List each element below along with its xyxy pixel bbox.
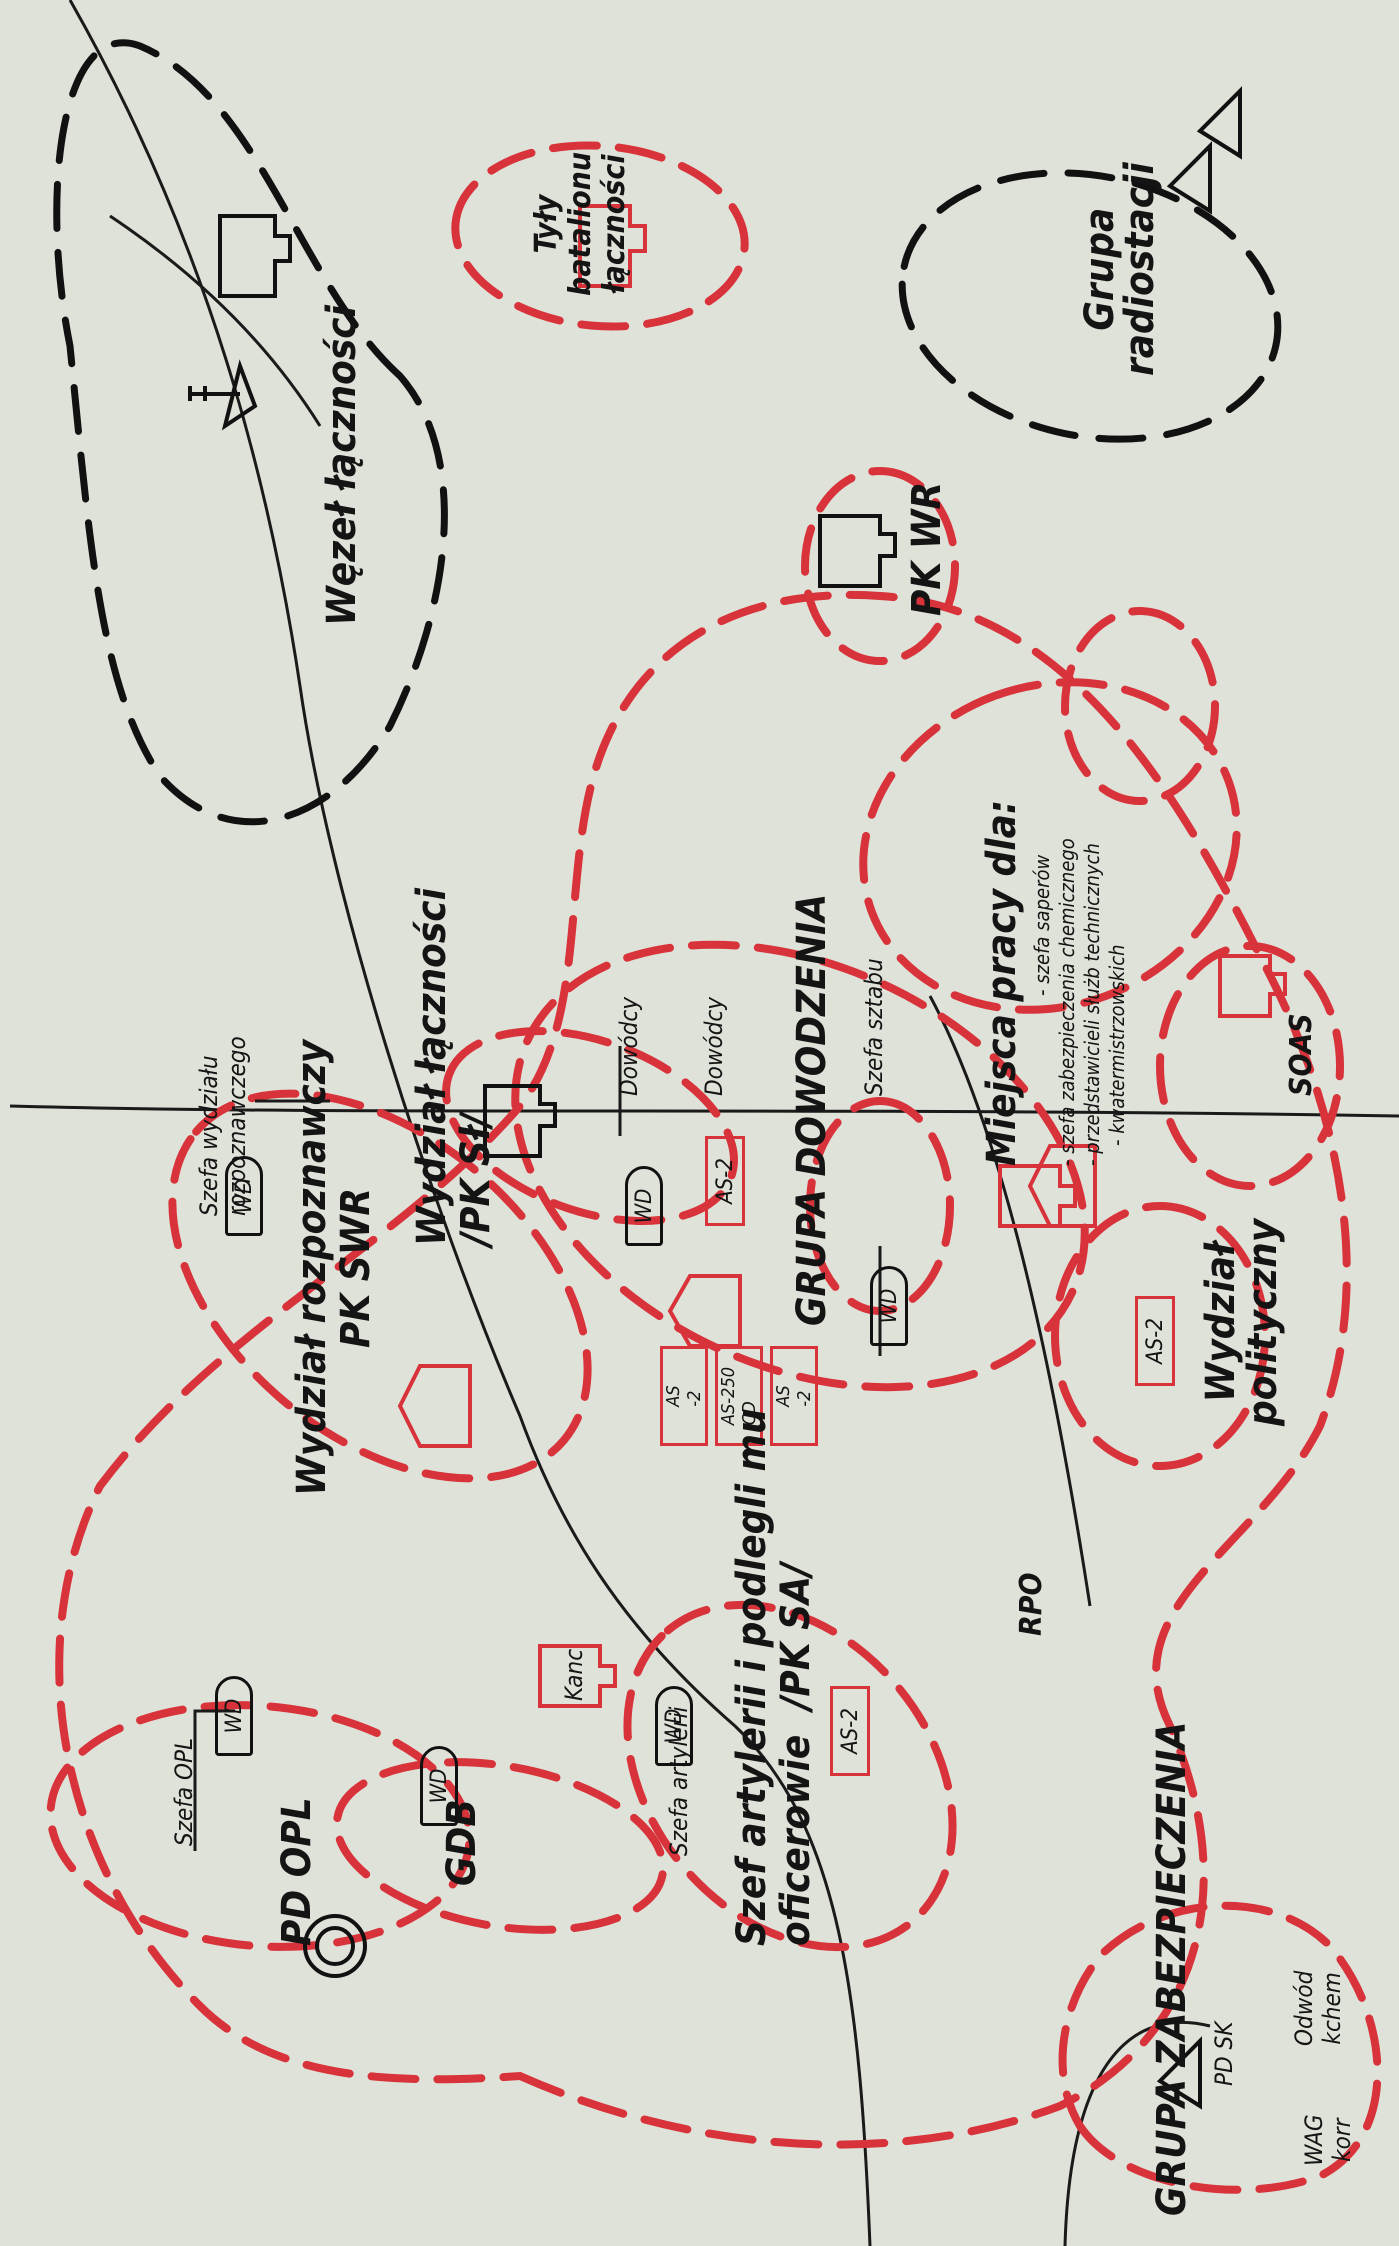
pk-wr-vehicle-icon — [818, 514, 897, 588]
road-line-left — [1063, 2020, 1211, 2246]
miejsca-item-2: - szefa zabezpieczenia chemicznego — [1055, 838, 1079, 1166]
wydzial-lacznosci-area — [442, 1027, 738, 1225]
lacznosci-vehicle-icon — [483, 1084, 557, 1158]
pk-wr-area — [801, 467, 959, 665]
radio-triangle-icon-2 — [1166, 141, 1212, 215]
artyleria-wd-box: WD — [655, 1686, 693, 1766]
pk-wr-label: PK WR — [904, 481, 950, 616]
soas-vehicle-icon — [1218, 954, 1287, 1018]
kanc-label: Kanc — [560, 1648, 588, 1701]
rpo-label: RPO — [1014, 1572, 1049, 1636]
zabezpieczenia-label: GRUPA ZABEZPIECZENIA — [1149, 1721, 1195, 2216]
artyleria-as-box: AS-2 — [830, 1686, 870, 1776]
radiostacje-area — [898, 169, 1282, 443]
antenna-icon — [188, 359, 258, 431]
wydzial-rozp-area — [168, 1089, 592, 1483]
rpo-area — [1061, 607, 1219, 805]
artyleria-label: Szef artylerii i podlegli mu oficerowie … — [729, 1408, 819, 1946]
soas-label: SOAS — [1284, 1013, 1319, 1096]
pd-sk-label: PD SK — [1210, 2021, 1238, 2086]
dowodzenia-as2-box: AS-2 — [705, 1136, 745, 1226]
polityczny-as-box: AS-2 — [1135, 1296, 1175, 1386]
wydzial-rozp-wd-box: WD — [225, 1156, 263, 1236]
pd-opl-area — [46, 1701, 474, 1951]
miejsca-area — [859, 678, 1241, 1014]
wezel-area — [53, 39, 448, 826]
dowodzenia-wd-box: WD — [625, 1166, 663, 1246]
radiostacje-label: Grupa radiostacji — [1077, 162, 1163, 376]
road-line-main — [68, 0, 872, 2246]
pd-opl-inner-circle-icon — [315, 1926, 355, 1966]
sztab-wd-box: WD — [870, 1266, 908, 1346]
miejsca-marker-icon — [1027, 1144, 1097, 1228]
as-left-box: AS -2 — [660, 1346, 708, 1446]
rozp-marker-icon — [397, 1364, 472, 1448]
zabezpieczenia-area — [1058, 1901, 1382, 2194]
gdb-area — [332, 1758, 668, 1934]
polityczny-label: Wydział polityczny — [1198, 1218, 1286, 1426]
road-line-lower — [928, 995, 1092, 1607]
pd-opl-chief: Szefa OPL — [170, 1737, 198, 1846]
leader-line-opl — [193, 1709, 235, 1851]
pd-opl-label: PD OPL — [274, 1797, 320, 1946]
polityczny-area — [1051, 1202, 1269, 1470]
radio-triangle-icon-1 — [1196, 86, 1242, 160]
tyly-vehicle-icon — [578, 204, 647, 288]
miejsca-item-4: - kwatermistrzowskich — [1105, 944, 1129, 1147]
kanc-marker-icon — [538, 1644, 617, 1708]
grupa-dowodzenia-label: GRUPA DOWODZENIA — [789, 893, 835, 1326]
road-line-right — [109, 214, 322, 427]
vehicle-icon — [218, 214, 292, 298]
dowodzenia-marker-icon — [667, 1274, 742, 1348]
odwod-label: Odwód kchem — [1290, 1970, 1346, 2046]
szefa-sztabu-label: Szefa sztabu — [860, 958, 888, 1096]
wydzial-lacznosci-label: Wydział łączności /PK Sł/ — [409, 888, 499, 1246]
miejsca-item-1: - szefa saperów — [1030, 854, 1054, 996]
wag-label: WAG korr — [1300, 2114, 1356, 2166]
dowodcy-label-1: Dowódcy — [615, 996, 643, 1096]
wydzial-rozp-label: Wydział rozpoznawczy PK SWR — [289, 1039, 379, 1496]
tyly-area — [451, 141, 749, 331]
pd-opl-wd-box: WD — [215, 1676, 253, 1756]
pd-sk-triangle-icon — [1156, 2036, 1202, 2110]
miejsca-item-3: - przedstawicieli służb technicznych — [1080, 843, 1104, 1166]
soas-area — [1156, 942, 1344, 1190]
rpo-vehicle-icon — [998, 1164, 1077, 1228]
dowodcy-label-2: Dowódcy — [700, 996, 728, 1096]
pd-opl-circle-icon — [303, 1914, 367, 1978]
wezel-label: Węzeł łączności — [319, 305, 365, 626]
road-line-center — [9, 1104, 1399, 1118]
tyly-label: Tyły batalionu łączności — [529, 151, 632, 296]
miejsca-title: Miejsca pracy dla: — [979, 799, 1025, 1166]
artyleria-area — [623, 1600, 957, 1952]
gdb-wd-box: WD — [420, 1746, 458, 1826]
